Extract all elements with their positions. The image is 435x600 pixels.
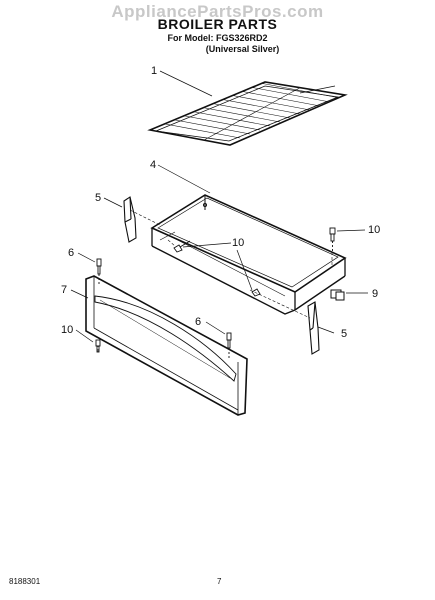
callout-6-front: 6: [195, 316, 201, 328]
page-number: 7: [217, 577, 222, 586]
callout-9: 9: [372, 288, 378, 300]
callout-6-top: 6: [68, 247, 74, 259]
callout-10-right: 10: [368, 224, 380, 236]
callout-5-left: 5: [95, 192, 101, 204]
color-line: (Universal Silver): [205, 44, 280, 54]
screw-front: [226, 332, 232, 358]
broiler-pan: [150, 194, 347, 315]
callout-10-mid: 10: [232, 237, 244, 249]
screw-right: [329, 227, 336, 252]
pan-bracket-right: [307, 301, 320, 355]
assembly-guide-lines: [97, 209, 333, 352]
clip-part: [330, 289, 345, 301]
pan-bracket-left: [123, 196, 137, 243]
callout-leaders: [70, 70, 368, 343]
callout-10-bottom: 10: [61, 324, 73, 336]
broiler-door: [85, 275, 248, 416]
watermark-text: AppliancePartsPros.com: [111, 2, 324, 21]
page-title: BROILER PARTS: [157, 16, 278, 32]
callout-1: 1: [151, 65, 157, 77]
callout-4: 4: [150, 159, 156, 171]
callout-5-right: 5: [341, 328, 347, 340]
callout-7: 7: [61, 284, 67, 296]
screw-mid: [173, 240, 191, 253]
screw-top: [96, 258, 102, 284]
document-number: 8188301: [9, 577, 41, 586]
broiler-rack: [147, 81, 348, 146]
model-line: For Model: FGS326RD2: [167, 33, 268, 43]
